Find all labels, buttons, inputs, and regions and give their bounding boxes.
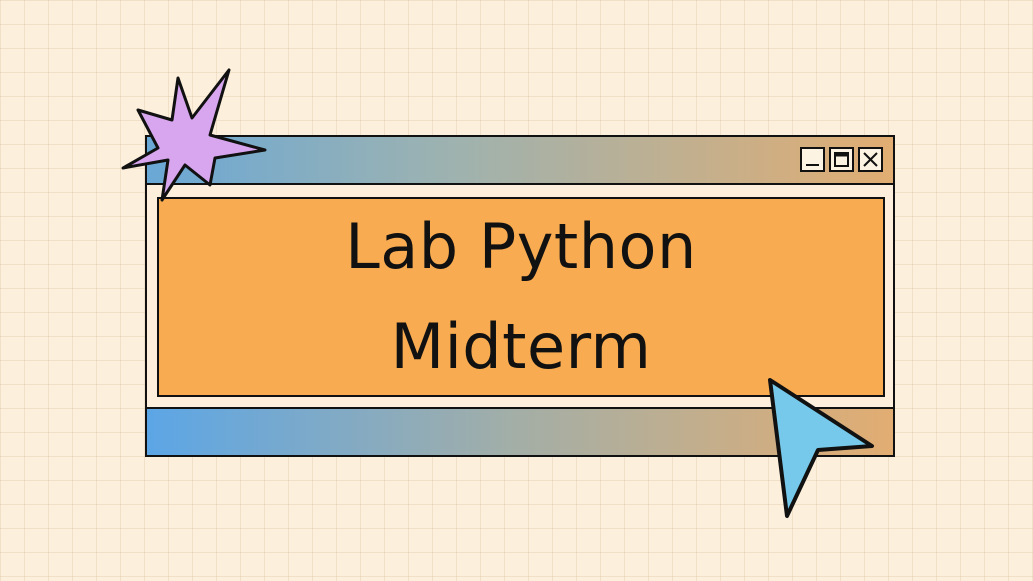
sparkle-icon [121, 68, 267, 202]
title-panel: Lab Python Midterm [157, 197, 885, 397]
slide-title: Lab Python Midterm [345, 197, 697, 397]
app-window: Lab Python Midterm [145, 135, 895, 457]
maximize-icon[interactable] [829, 147, 854, 172]
bottom-bar [147, 407, 893, 455]
minimize-icon[interactable] [800, 147, 825, 172]
close-icon[interactable] [858, 147, 883, 172]
title-line-1: Lab Python [345, 210, 697, 283]
title-bar[interactable] [147, 137, 893, 185]
window-controls [800, 147, 883, 172]
title-line-2: Midterm [390, 310, 652, 383]
